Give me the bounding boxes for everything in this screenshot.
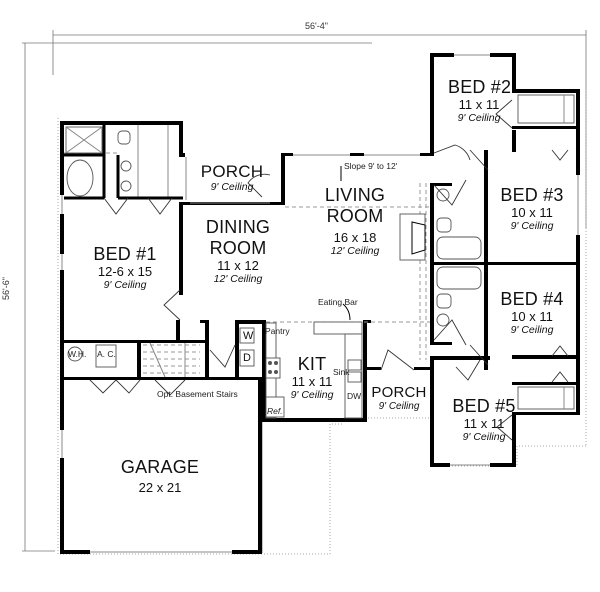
room-name: PORCH — [200, 162, 264, 181]
room-bed3: BED #3 10 x 11 9' Ceiling — [492, 186, 572, 232]
room-bed2: BED #2 11 x 11 9' Ceiling — [448, 77, 512, 124]
room-garage: GARAGE 22 x 21 — [112, 458, 208, 494]
room-name: BED #3 — [500, 185, 564, 205]
overall-depth-label: 56'-6" — [1, 277, 11, 300]
room-size: 16 x 18 — [333, 230, 377, 245]
room-name: BED #5 — [452, 396, 516, 416]
overall-width-label: 56'-4" — [305, 21, 328, 31]
sink-label: Sink — [333, 367, 350, 377]
room-size: 11 x 11 — [463, 416, 505, 431]
room-kitchen: KIT 11 x 11 9' Ceiling — [282, 355, 342, 401]
ac-label: A. C. — [97, 349, 116, 359]
room-size: 11 x 11 — [291, 374, 333, 389]
room-dining: DINING ROOM 11 x 12 12' Ceiling — [198, 218, 278, 285]
room-name: KIT — [297, 354, 327, 374]
room-size: 11 x 12 — [217, 258, 259, 273]
room-living: LIVING ROOM 16 x 18 12' Ceiling — [320, 186, 430, 257]
room-ceiling: 9' Ceiling — [378, 401, 420, 412]
room-ceiling: 9' Ceiling — [462, 431, 506, 443]
room-ceiling: 9' Ceiling — [290, 389, 334, 401]
room-name: BED #4 — [500, 289, 564, 309]
room-ceiling: 9' Ceiling — [457, 112, 501, 124]
fixtures — [65, 94, 575, 419]
room-bed1: BED #1 12-6 x 15 9' Ceiling — [80, 245, 170, 291]
washer-label: W — [243, 330, 254, 342]
room-name-line2: ROOM — [209, 238, 267, 258]
room-size: 22 x 21 — [138, 480, 182, 495]
room-name: BED #2 — [448, 77, 512, 97]
room-ceiling: 9' Ceiling — [510, 220, 554, 232]
room-bed4: BED #4 10 x 11 9' Ceiling — [492, 290, 572, 336]
room-ceiling: 9' Ceiling — [210, 181, 254, 193]
exterior-walls — [60, 53, 580, 554]
room-ceiling: 9' Ceiling — [510, 324, 554, 336]
room-porch-rear: PORCH 9' Ceiling — [368, 385, 430, 412]
room-name-line2: ROOM — [326, 206, 384, 226]
eating-bar-annotation: Eating Bar — [318, 297, 358, 307]
room-porch-front: PORCH 9' Ceiling — [195, 163, 269, 193]
room-ceiling: 12' Ceiling — [213, 273, 263, 285]
room-size: 12-6 x 15 — [97, 264, 153, 279]
room-name-line1: DINING — [205, 217, 271, 237]
dryer-label: D — [243, 352, 251, 364]
refrigerator-label: Ref. — [267, 406, 283, 416]
room-size: 10 x 11 — [511, 205, 553, 220]
slope-annotation: Slope 9' to 12' — [344, 161, 398, 171]
room-name-line1: LIVING — [324, 185, 386, 205]
room-name: GARAGE — [120, 457, 200, 477]
room-name: BED #1 — [93, 244, 157, 264]
room-name: PORCH — [371, 384, 427, 401]
pantry-label: Pantry — [265, 326, 290, 336]
eating-bar-leader — [342, 303, 351, 321]
room-size: 10 x 11 — [511, 309, 553, 324]
dimension-lines — [22, 30, 587, 552]
basement-stairs-label: Opt. Basement Stairs — [157, 389, 238, 399]
room-size: 11 x 11 — [458, 97, 500, 112]
basement-stairs — [143, 342, 200, 378]
room-ceiling: 9' Ceiling — [103, 279, 147, 291]
room-ceiling: 12' Ceiling — [330, 245, 380, 257]
dishwasher-label: DW — [347, 391, 362, 401]
water-heater-label: W.H. — [68, 349, 87, 359]
room-bed5: BED #5 11 x 11 9' Ceiling — [445, 397, 523, 443]
doors — [89, 99, 569, 441]
